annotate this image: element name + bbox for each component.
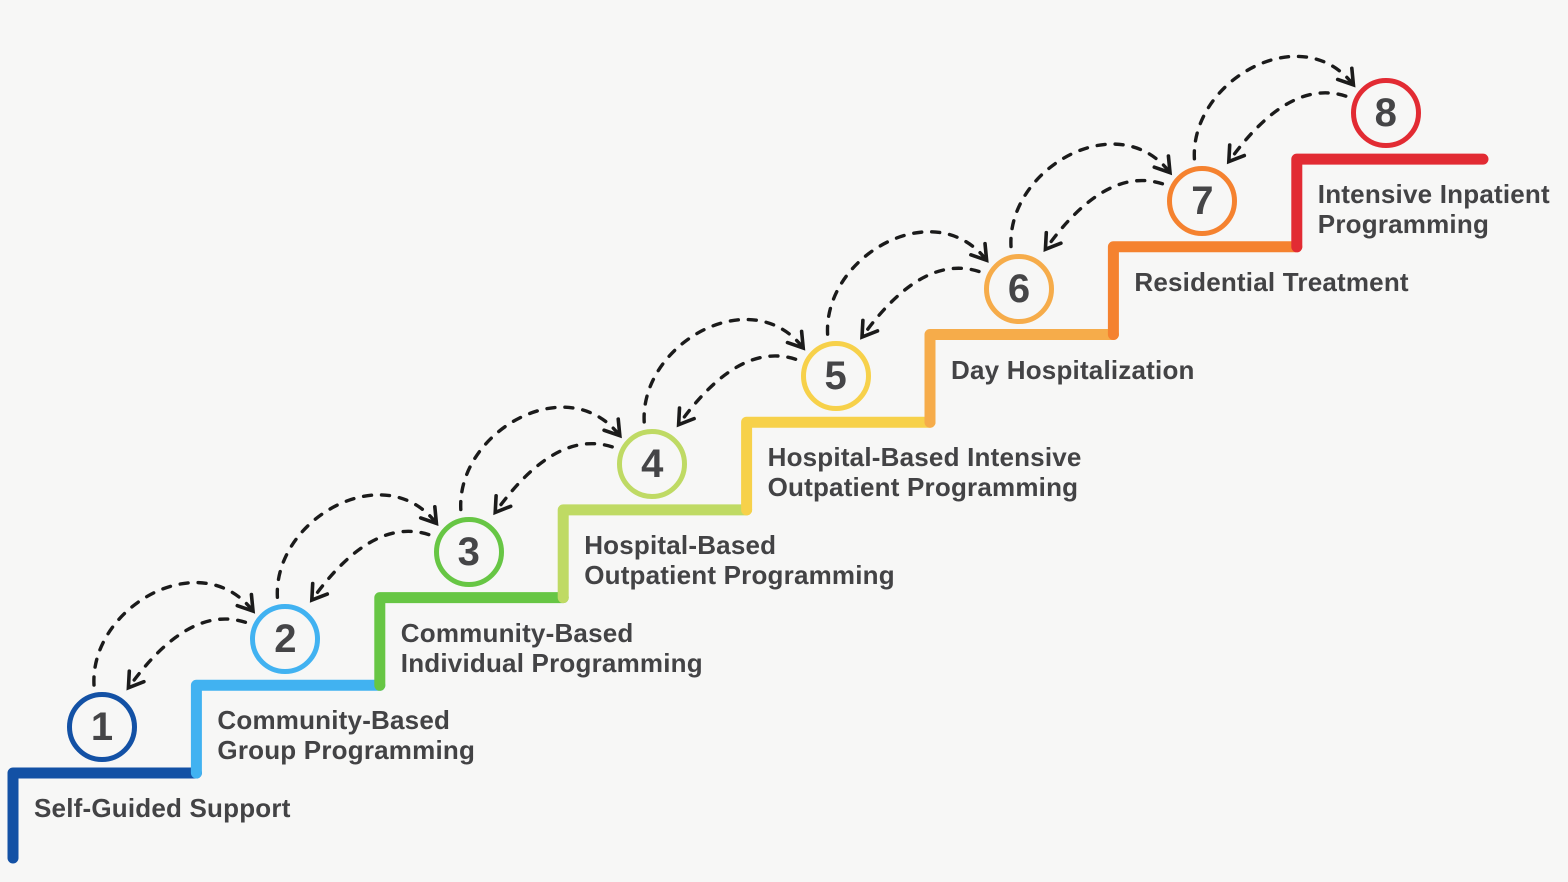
step-number-2: 2 — [274, 617, 297, 662]
step-number-8: 8 — [1374, 91, 1397, 136]
step-number-4: 4 — [641, 441, 664, 486]
step-label-4: Hospital-Based Outpatient Programming — [584, 529, 895, 590]
step-circle-8: 8 — [1350, 78, 1421, 149]
arrow-up-7-to-8 — [1192, 54, 1356, 161]
step-line-1 — [7, 767, 202, 864]
step-circle-7: 7 — [1167, 165, 1238, 236]
step-circle-3: 3 — [433, 516, 504, 587]
step-number-7: 7 — [1191, 178, 1214, 223]
step-number-1: 1 — [90, 705, 114, 749]
step-label-6: Day Hospitalization — [951, 354, 1195, 385]
step-number-3: 3 — [457, 529, 480, 574]
step-line-4 — [557, 504, 753, 604]
step-line-7 — [1107, 241, 1303, 340]
arrow-down-7-to-6 — [1043, 178, 1165, 253]
step-number-5: 5 — [824, 354, 847, 399]
arrow-up-4-to-5 — [642, 317, 806, 424]
step-line-6 — [924, 329, 1119, 428]
step-label-3: Community-Based Individual Programming — [400, 617, 703, 678]
arrow-up-6-to-7 — [1009, 142, 1173, 249]
arrow-down-4-to-3 — [493, 442, 614, 516]
step-number-6: 6 — [1007, 266, 1031, 311]
step-line-3 — [374, 592, 569, 691]
arrow-down-2-to-1 — [126, 617, 248, 691]
arrow-up-3-to-4 — [459, 405, 622, 512]
step-label-1: Self-Guided Support — [34, 793, 291, 823]
step-circle-1: 1 — [67, 692, 137, 762]
arrow-down-5-to-4 — [676, 354, 798, 428]
step-line-5 — [741, 416, 936, 516]
arrow-up-1-to-2 — [92, 580, 256, 687]
step-line-2 — [190, 679, 386, 779]
step-label-5: Hospital-Based Intensive Outpatient Prog… — [767, 442, 1082, 503]
arrow-down-3-to-2 — [309, 529, 431, 603]
step-circle-5: 5 — [800, 341, 871, 412]
arrow-down-8-to-7 — [1226, 91, 1348, 165]
step-circle-6: 6 — [984, 253, 1054, 324]
step-label-2: Community-Based Group Programming — [217, 705, 476, 766]
step-line-8 — [1291, 153, 1489, 253]
arrow-up-2-to-3 — [275, 493, 439, 599]
step-circle-4: 4 — [617, 428, 688, 499]
step-label-7: Residential Treatment — [1134, 266, 1409, 297]
arrow-up-5-to-6 — [825, 230, 989, 336]
step-circle-2: 2 — [250, 604, 321, 675]
step-label-8: Intensive Inpatient Programming — [1317, 179, 1550, 240]
arrow-down-6-to-5 — [860, 266, 981, 340]
